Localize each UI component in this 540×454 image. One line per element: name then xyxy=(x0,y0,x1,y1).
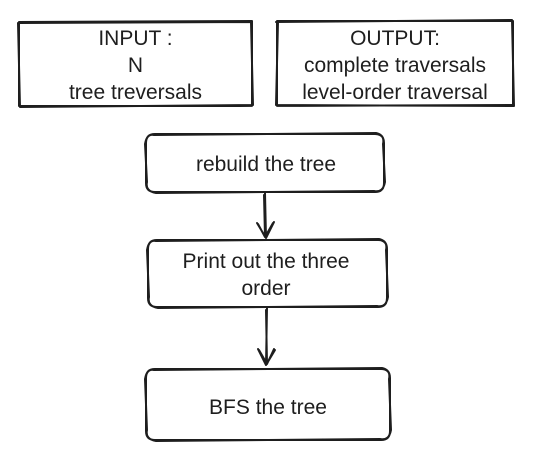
step-2-label-line-2: order xyxy=(241,277,291,300)
output-box: OUTPUT: complete traversals level-order … xyxy=(277,25,513,106)
step1-box-border xyxy=(144,132,386,194)
output-line-2: level-order traversal xyxy=(302,81,488,104)
step-print-orders: Print out the three order xyxy=(148,248,384,302)
output-box-border xyxy=(275,19,515,107)
input-title: INPUT : xyxy=(98,27,173,50)
step2-box-border xyxy=(146,238,389,309)
step3-box-border xyxy=(144,367,392,442)
output-title: OUTPUT: xyxy=(350,27,440,50)
step-bfs-tree: BFS the tree xyxy=(146,394,390,421)
input-line-1: N xyxy=(127,54,144,77)
input-box-border xyxy=(17,20,254,108)
output-line-1: complete traversals xyxy=(303,54,487,77)
input-box: INPUT : N tree treversals xyxy=(19,25,252,106)
arrow-2 xyxy=(257,307,276,366)
step-2-label-line-1: Print out the three xyxy=(182,250,350,273)
step-rebuild-tree: rebuild the tree xyxy=(148,151,384,178)
input-line-2: tree treversals xyxy=(68,81,203,104)
step-1-label: rebuild the tree xyxy=(195,153,337,176)
arrow-1 xyxy=(256,192,275,239)
step-3-label: BFS the tree xyxy=(209,396,327,419)
